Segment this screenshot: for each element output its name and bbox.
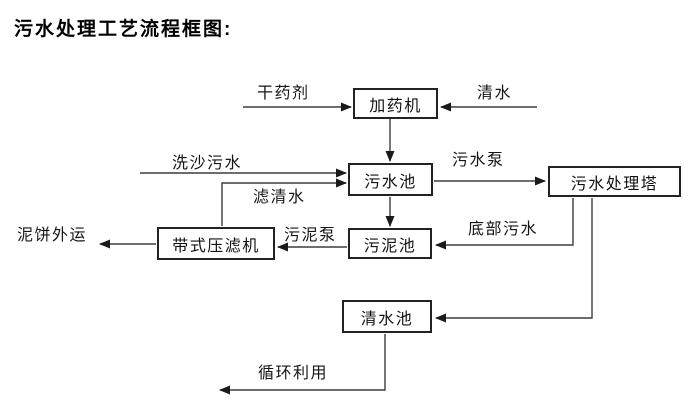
edge-recycle-out	[219, 334, 386, 395]
node-clean-water-pool: 清水池	[342, 300, 432, 333]
edge-filtered-water-to-sewage-pool	[221, 178, 347, 226]
node-belt-filter-press: 带式压滤机	[157, 227, 275, 260]
flow-label-filtered-water: 滤清水	[253, 189, 306, 206]
page-title: 污水处理工艺流程框图:	[14, 19, 233, 40]
flow-label-bottom-sewage: 底部污水	[468, 221, 539, 238]
flow-label-sand-wash-sewage: 洗沙污水	[172, 155, 243, 172]
flow-label-mud-cake-out: 泥饼外运	[17, 227, 88, 244]
node-dosing-machine: 加药机	[353, 88, 438, 119]
flow-label-dry-chemical: 干药剂	[257, 85, 310, 102]
flow-label-recycle-use: 循环利用	[258, 365, 329, 382]
flow-label-sewage-pump: 污水泵	[452, 152, 505, 169]
flow-label-clean-water: 清水	[477, 85, 513, 102]
node-sewage-pool: 污水池	[348, 163, 433, 196]
node-sludge-pool: 污泥池	[348, 228, 432, 259]
edge-tower-to-clean-pool	[435, 198, 593, 323]
flow-label-sludge-pump: 污泥泵	[284, 227, 337, 244]
edge-bottom-sewage-to-sludge-pool	[435, 198, 574, 250]
node-treatment-tower: 污水处理塔	[548, 166, 681, 197]
